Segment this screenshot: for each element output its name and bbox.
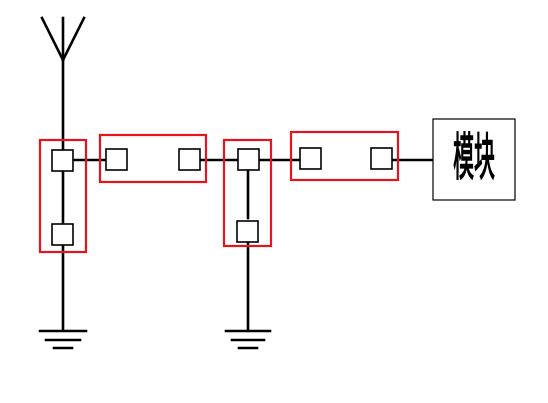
antenna-icon [40,16,86,152]
component-pad [370,147,393,170]
component-pad [51,149,74,172]
ground-icon [38,329,88,350]
module-label: 模块 [453,129,495,188]
highlight-box-series-2 [289,130,400,182]
component-pad [237,148,260,171]
component-pad [105,148,128,171]
ground-icon [224,329,272,350]
highlight-box-series-1 [98,133,208,184]
component-pad [51,223,74,246]
module-block: 模块 [432,118,516,201]
component-pad [178,148,201,171]
component-pad [236,220,259,243]
highlight-box-left-shunt [38,138,88,254]
component-pad [299,147,322,170]
highlight-box-middle-shunt [222,138,273,248]
